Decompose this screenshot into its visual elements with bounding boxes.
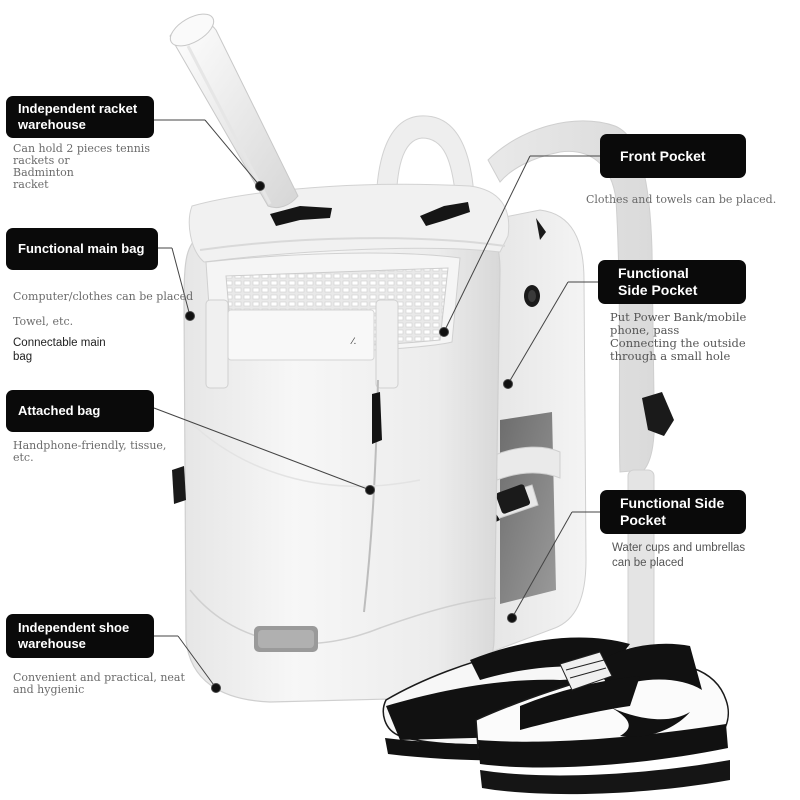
top-buckle-left — [270, 206, 332, 226]
callout-side-pocket-1-title-1: Functional — [618, 265, 689, 281]
callout-main-bag: Functional main bag — [6, 228, 158, 270]
side-pocket-2-description: Water cups and umbrellas can be placed — [612, 542, 746, 569]
callout-attached-bag-title: Attached bag — [18, 403, 101, 418]
side-pocket-2-marker-dot — [507, 613, 517, 623]
callout-side-pocket-1-title-2: Side Pocket — [618, 282, 698, 298]
callout-shoe-title-1: Independent shoe — [18, 620, 130, 635]
racket-marker-dot — [255, 181, 265, 191]
front-pocket-description: Clothes and towels can be placed. — [586, 193, 777, 206]
svg-text:⁄.: ⁄. — [350, 337, 356, 347]
main-bag-description-3: Connectable main bag — [13, 337, 106, 363]
callout-racket-title: Independent racket warehouse — [18, 101, 138, 132]
callout-side-pocket-2: Functional Side Pocket — [600, 490, 746, 534]
main-bag-marker-dot — [185, 311, 195, 321]
callout-front-pocket: Front Pocket — [600, 134, 746, 178]
sneakers-image — [382, 637, 730, 795]
attached-bag-marker-dot — [365, 485, 375, 495]
callout-racket-warehouse: Independent racket warehouse — [6, 96, 154, 138]
main-bag-description-2: Towel, etc. — [13, 315, 74, 328]
shoe-description: Convenient and practical, neat and hygie… — [13, 671, 185, 696]
strap-buckle-right — [642, 392, 674, 436]
callout-side-pocket-2-title-2: Pocket — [620, 512, 666, 528]
callout-side-pocket-1: Functional Side Pocket — [598, 260, 746, 304]
callout-shoe-title-2: warehouse — [18, 636, 86, 651]
side-pocket-marker-dot — [503, 379, 513, 389]
brand-tag — [227, 309, 375, 361]
callout-attached-bag: Attached bag — [6, 390, 154, 432]
callout-main-bag-title: Functional main bag — [18, 241, 145, 256]
side-pocket-1-description: Put Power Bank/mobile phone, pass Connec… — [610, 310, 747, 363]
main-bag-description-1: Computer/clothes can be placed — [13, 290, 194, 303]
top-buckle-right — [420, 202, 470, 226]
callout-side-pocket-2-title-1: Functional Side — [620, 495, 725, 511]
callout-front-pocket-title: Front Pocket — [620, 147, 706, 164]
attached-bag-description: Handphone-friendly, tissue, etc. — [13, 439, 167, 464]
front-pocket-marker-dot — [439, 327, 449, 337]
callout-leader-lines — [153, 119, 600, 693]
racket-description: Can hold 2 pieces tennis rackets or Badm… — [13, 142, 150, 191]
shoe-marker-dot — [211, 683, 221, 693]
callout-shoe-warehouse: Independent shoe warehouse — [6, 614, 154, 658]
